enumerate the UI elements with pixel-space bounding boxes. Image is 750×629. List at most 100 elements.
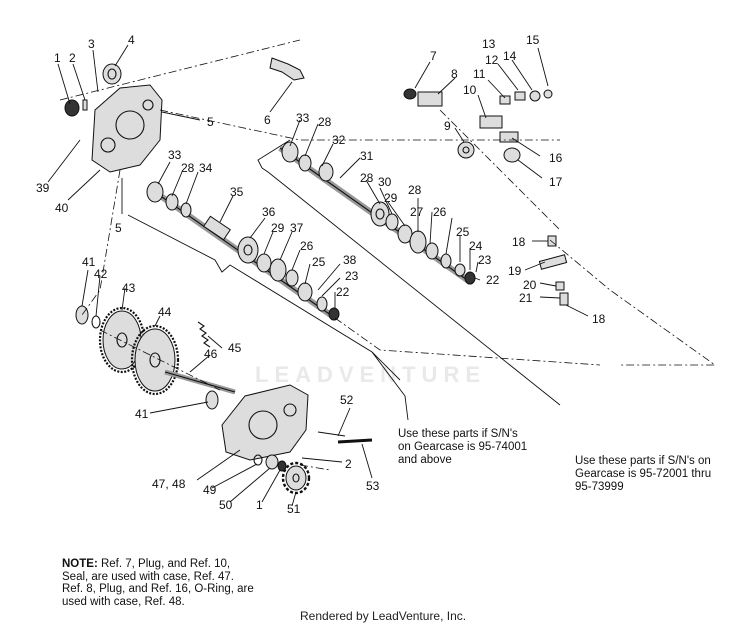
callout-15: 15 [526,33,540,47]
plug-part-7 [403,88,417,100]
shift-arm-part-9 [457,141,475,159]
callout-29: 29 [384,191,398,205]
callout-35: 35 [230,185,244,199]
callout-25: 25 [456,225,470,239]
gearcase-half-upper [91,84,163,173]
callout-13: 13 [482,37,496,51]
callout-1b: 1 [256,498,263,512]
annotation-serial-74001: Use these parts if S/N's on Gearcase is … [398,428,528,466]
callout-51: 51 [287,502,301,516]
callout-19: 19 [508,264,522,278]
callout-28b: 28 [360,171,374,185]
alignment-lines [59,39,717,471]
callout-5: 5 [207,115,214,129]
callout-8: 8 [451,67,458,81]
callout-39: 39 [36,181,50,195]
callout-27: 27 [410,205,424,219]
callout-46: 46 [204,347,218,361]
note-line-1: Ref. 7, Plug, and Ref. 10, [97,558,231,570]
callout-40: 40 [55,201,69,215]
callout-28: 28 [318,115,332,129]
callout-41: 41 [82,255,96,269]
bearing-part-50 [265,454,279,470]
callout-22b: 22 [336,285,350,299]
callout-24: 24 [469,239,483,253]
callout-5b: 5 [115,221,122,235]
nut-part-17 [503,147,521,163]
note-label: NOTE: [62,558,98,570]
parts-18-21 [538,235,569,306]
callout-37: 37 [290,221,304,235]
pin-part-52 [317,431,346,437]
callout-28c: 28 [181,161,195,175]
callout-2: 2 [69,51,76,65]
callout-numbers: 1 2 3 4 5 6 7 8 9 10 11 12 13 14 15 16 1… [36,33,606,516]
detent-parts-11-15 [499,89,553,105]
watermark: LEADVENTURE [255,362,487,387]
callout-42: 42 [94,267,108,281]
callout-44: 44 [158,305,172,319]
callout-18: 18 [512,235,526,249]
callout-53: 53 [366,479,380,493]
callout-10: 10 [463,83,477,97]
callout-3: 3 [88,37,95,51]
callout-23b: 23 [345,269,359,283]
shaft-part-46 [164,369,236,410]
bracket-lower-set [127,214,409,421]
callout-21: 21 [519,291,533,305]
callout-33b: 33 [168,148,182,162]
seal-part-10 [479,115,503,129]
seal-part-1-lower [277,460,287,472]
callout-49: 49 [203,483,217,497]
callout-33: 33 [296,111,310,125]
callout-36: 36 [262,205,276,219]
callout-23: 23 [478,253,492,267]
shift-fork-part-6 [269,57,305,81]
callout-2b: 2 [345,457,352,471]
sprocket-part-51 [281,461,311,495]
callout-17: 17 [549,175,563,189]
callout-25b: 25 [312,255,326,269]
gear-stack-right [281,141,476,285]
callout-11: 11 [473,67,486,81]
callout-1: 1 [54,51,61,65]
callout-43: 43 [122,281,136,295]
note-block: NOTE: Ref. 7, Plug, and Ref. 10, Seal, a… [62,558,254,608]
leader-lines [47,44,589,507]
annotation-serial-72001: Use these parts if S/N's on Gearcase is … [575,455,712,493]
callout-34: 34 [199,161,213,175]
callout-9: 9 [444,119,451,133]
plug-part-8 [417,91,443,107]
callout-26: 26 [433,205,447,219]
washer-part-49 [253,454,263,466]
gear-stack-left [146,181,340,321]
callout-12: 12 [485,53,499,67]
callout-28d: 28 [408,183,422,197]
callout-31: 31 [360,149,374,163]
callout-47-48: 47, 48 [152,477,186,491]
seal-part-1 [64,99,80,117]
callout-14: 14 [503,49,517,63]
note-line-3: Ref. 8, Plug, and Ref. 16, O-Ring, are [62,583,254,595]
callout-16: 16 [549,151,563,165]
bracket-upper-set [257,139,561,406]
callout-22: 22 [486,273,500,287]
bearing-part-4 [102,63,122,85]
callout-29b: 29 [271,221,285,235]
note-line-4: used with case, Ref. 48. [62,595,185,608]
spring-part-45 [197,321,211,348]
callout-41b: 41 [135,407,149,421]
footer-credit: Rendered by LeadVenture, Inc. [300,609,467,623]
callout-50: 50 [219,498,233,512]
callout-32: 32 [332,133,346,147]
oring-part-16 [499,131,519,143]
callout-18b: 18 [592,312,606,326]
gearcase-half-lower [221,384,309,461]
callout-4: 4 [128,33,135,47]
seal-part-53 [337,438,373,444]
callout-38: 38 [343,253,357,267]
callout-20: 20 [523,278,537,292]
note-line-2: Seal, are used with case, Ref. 47. [62,570,234,583]
callout-30: 30 [378,175,392,189]
